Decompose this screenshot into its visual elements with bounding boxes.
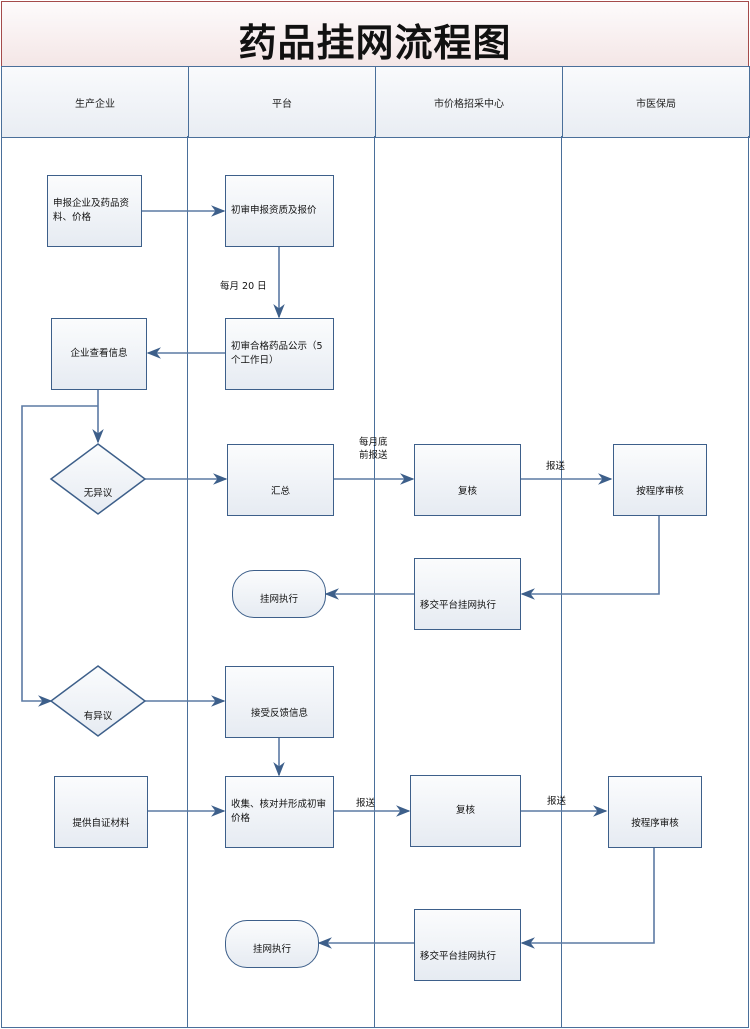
node-label: 按程序审核: [631, 818, 679, 829]
edge-label-month-end-line1: 每月底: [359, 437, 388, 448]
node-summary[interactable]: 汇总: [227, 444, 334, 516]
node-label: 挂网执行: [259, 594, 298, 605]
node-transfer-1[interactable]: 移交平台挂网执行: [414, 558, 521, 630]
pool-bottom-border: [1, 1027, 748, 1028]
lane-divider: [561, 136, 562, 1028]
node-receive-feedback[interactable]: 接受反馈信息: [225, 666, 334, 738]
node-label: 汇总: [270, 486, 290, 497]
decision-no-objection-shape: [49, 443, 147, 515]
lane-header-medical-bureau: 市医保局: [562, 66, 750, 138]
node-view-info[interactable]: 企业查看信息: [51, 318, 147, 390]
decision-objection-label[interactable]: 有异议: [83, 711, 113, 722]
decision-objection-shape: [49, 665, 147, 737]
diagram-title-bar: 药品挂网流程图: [1, 1, 749, 66]
node-execute-2[interactable]: 挂网执行: [225, 920, 319, 968]
edge-label-month-end-line2: 前报送: [359, 450, 388, 461]
edge-label-monthly-20: 每月 20 日: [220, 281, 267, 292]
edge-procedure-review-1-to-transfer-1: [520, 515, 660, 600]
edge-view-info-to-objection: [21, 405, 98, 707]
node-submit-info[interactable]: 申报企业及药品资料、价格: [47, 175, 142, 247]
lane-divider: [187, 136, 188, 1028]
node-label: 初审合格药品公示（5个工作日）: [231, 341, 323, 366]
node-label: 提供自证材料: [72, 818, 130, 829]
node-label: 申报企业及药品资料、价格: [53, 198, 130, 223]
diagram-title: 药品挂网流程图: [238, 20, 512, 65]
node-publicity[interactable]: 初审合格药品公示（5个工作日）: [225, 318, 334, 390]
node-provide-proof[interactable]: 提供自证材料: [54, 776, 148, 848]
node-label: 企业查看信息: [70, 348, 128, 359]
node-label: 按程序审核: [636, 486, 684, 497]
edge-label-report-3: 报送: [547, 796, 567, 807]
node-label: 移交平台挂网执行: [420, 600, 497, 611]
lane-header-enterprise: 生产企业: [1, 66, 188, 138]
edge-label-report-1: 报送: [546, 461, 566, 472]
edge-procedure-review-2-to-transfer-2: [520, 847, 655, 949]
lane-divider: [374, 136, 375, 1028]
lane-header-price-center: 市价格招采中心: [375, 66, 562, 138]
lane-divider: [748, 136, 749, 1028]
node-execute-1[interactable]: 挂网执行: [232, 570, 326, 618]
node-label: 复核: [457, 486, 477, 497]
lane-divider: [1, 136, 2, 1028]
node-procedure-review-1[interactable]: 按程序审核: [613, 444, 707, 516]
node-collect-price[interactable]: 收集、核对并形成初审价格: [225, 776, 334, 848]
node-label: 初审申报资质及报价: [231, 205, 317, 216]
node-transfer-2[interactable]: 移交平台挂网执行: [414, 909, 521, 981]
node-initial-review[interactable]: 初审申报资质及报价: [225, 175, 334, 247]
edge-label-report-2: 报送: [356, 798, 376, 809]
node-recheck-1[interactable]: 复核: [414, 444, 521, 516]
lane-header-platform: 平台: [188, 66, 375, 138]
node-label: 收集、核对并形成初审价格: [231, 799, 327, 824]
node-procedure-review-2[interactable]: 按程序审核: [608, 776, 702, 848]
node-label: 接受反馈信息: [250, 708, 308, 719]
node-recheck-2[interactable]: 复核: [410, 775, 521, 847]
node-label: 移交平台挂网执行: [420, 951, 497, 962]
decision-no-objection-label[interactable]: 无异议: [83, 488, 113, 499]
node-label: 复核: [455, 805, 475, 816]
node-label: 挂网执行: [252, 944, 291, 955]
